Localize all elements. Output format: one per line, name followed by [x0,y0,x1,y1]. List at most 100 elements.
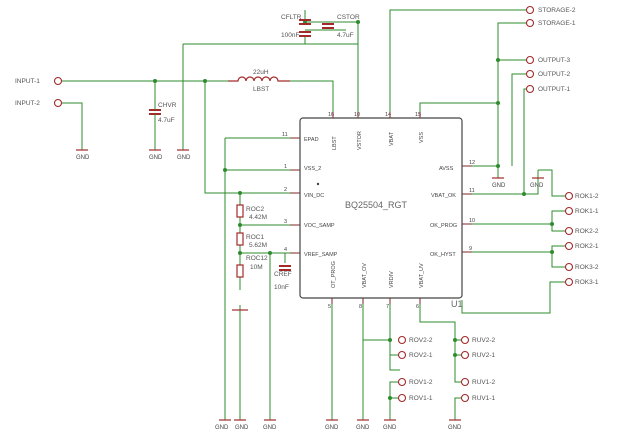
port-input-1[interactable]: INPUT-1 [15,76,63,86]
port-ruv1-1[interactable]: RUV1-1 [460,393,496,403]
cstor-name: CSTOR [337,14,360,21]
port-label: STORAGE-1 [538,20,576,27]
port-label: RUV1-1 [472,395,496,402]
port-input-2[interactable]: INPUT-2 [15,98,63,108]
chip-pin-epad: 11 EPAD [282,132,319,143]
pin-label: VSTOR [357,131,363,150]
pin-label: VBAT_UV [419,263,425,288]
ground-label: GND [530,183,544,189]
chip-name: BQ25504_RGT [345,200,408,210]
port-output-2[interactable]: OUTPUT-2 [525,69,571,79]
port-label: ROK1-1 [575,208,599,215]
capacitor-cfltr: CFLTR 100nF [281,14,311,39]
ground-label: GND [448,425,462,431]
pin-label: VRDIV [389,271,395,288]
ground-symbol: GND [383,419,397,431]
pin1-marker [316,182,320,186]
pin-label: VIN_DC [304,193,324,199]
port-output-1[interactable]: OUTPUT-1 [525,84,571,94]
chvr-name: CHVR [158,102,177,109]
pin-number: 14 [385,112,391,118]
port-label: ROV1-2 [409,379,433,386]
cfltr-name: CFLTR [281,14,302,21]
port-rok1-1[interactable]: ROK1-1 [564,206,599,216]
pin-number: 7 [386,304,389,310]
lbst-name: LBST [253,86,269,93]
ground-symbol: GND [263,419,277,431]
port-rov1-2[interactable]: ROV1-2 [397,377,433,387]
port-rov2-1[interactable]: ROV2-1 [397,350,433,360]
pin-label: EPAD [304,137,319,143]
port-rok3-2[interactable]: ROK3-2 [564,262,599,272]
pin-number: 3 [284,219,287,225]
cref-name: CREF [274,271,292,278]
port-label: ROK1-2 [575,193,599,200]
port-rok2-1[interactable]: ROK2-1 [564,241,599,251]
port-rok1-2[interactable]: ROK1-2 [564,191,599,201]
port-ruv1-2[interactable]: RUV1-2 [460,377,496,387]
pin-number: 4 [284,247,287,253]
roc12-value: 10M [250,264,263,271]
chvr-value: 4.7uF [158,117,175,124]
port-label: INPUT-1 [15,78,40,85]
pin-number: 16 [328,112,334,118]
chip-pin-vss2: 1 VSS_2 [284,164,321,172]
pin-label: VBAT_OK [431,193,456,199]
port-label: RUV2-1 [472,352,496,359]
pin-label: OK_PROG [430,223,457,229]
pin-number: 15 [415,112,421,118]
port-rov1-1[interactable]: ROV1-1 [397,393,433,403]
roc2-value: 4.42M [249,214,267,221]
chip-pin-vstor: 10 VSTOR [354,112,363,150]
cfltr-value: 100nF [281,32,299,39]
port-rok3-1[interactable]: ROK3-1 [564,277,599,287]
pin-label: OT_PROG [331,261,337,288]
chip-pin-vbat-ov: VBAT_OV 8 [359,263,368,310]
lbst-value: 22uH [253,69,269,76]
chip-pin-vss-top: 15 VSS [415,112,425,143]
port-label: ROV2-1 [409,352,433,359]
capacitor-cstor: CSTOR 4.7uF [322,14,360,39]
chip-pin-ok-prog: 10 OK_PROG [430,218,475,229]
ground-label: GND [325,425,339,431]
port-label: OUTPUT-3 [538,57,571,64]
resistor-roc1: ROC1 5.62M [236,232,267,249]
pin-label: VBAT_OV [362,263,368,288]
cstor-value: 4.7uF [337,32,354,39]
chip-pin-voc-samp: 3 VOC_SAMP [284,219,335,229]
port-label: ROK2-1 [575,243,599,250]
ground-label: GND [263,425,277,431]
ground-symbol: GND [177,149,191,161]
roc12-name: ROC12 [246,255,268,262]
ground-symbol: GND [356,419,370,431]
capacitor-cref: CREF 10nF [274,265,292,291]
ground-label: GND [76,155,90,161]
port-output-3[interactable]: OUTPUT-3 [525,55,571,65]
ground-label: GND [383,425,397,431]
pin-number: 12 [469,160,475,166]
capacitor-chvr: CHVR 4.7uF [149,100,177,124]
chip-pin-lbst: 16 LBST [328,112,338,150]
roc1-name: ROC1 [246,234,264,241]
port-storage-2[interactable]: STORAGE-2 [525,5,576,15]
port-label: INPUT-2 [15,100,40,107]
port-label: STORAGE-2 [538,7,576,14]
ground-label: GND [149,155,163,161]
pin-number: 1 [284,164,287,170]
port-rok2-2[interactable]: ROK2-2 [564,226,599,236]
port-ruv2-1[interactable]: RUV2-1 [460,350,496,360]
port-rov2-2[interactable]: ROV2-2 [397,335,433,345]
inductor-lbst: 22uH LBST [228,69,290,93]
port-label: RUV2-2 [472,337,496,344]
ground-label: GND [492,183,506,189]
pin-number: 6 [416,304,419,310]
pin-label: VOC_SAMP [304,223,335,229]
ground-symbol: GND [215,419,231,431]
ground-label: GND [215,425,229,431]
port-ruv2-2[interactable]: RUV2-2 [460,335,496,345]
port-storage-1[interactable]: STORAGE-1 [525,18,576,28]
port-label: ROK3-2 [575,264,599,271]
chip-pin-vbat-ok: 11 VBAT_OK [431,188,475,199]
pin-label: LBST [332,136,338,150]
